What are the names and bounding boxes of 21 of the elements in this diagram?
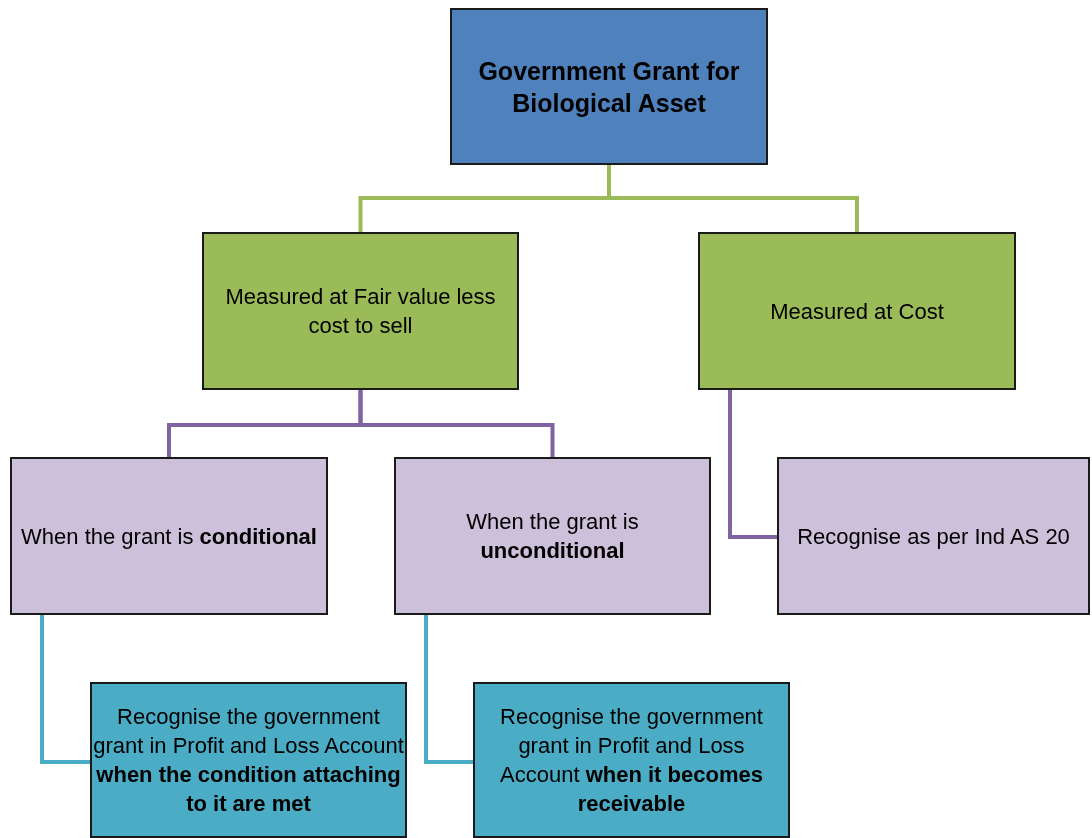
process-box [698,232,1016,390]
process-box [777,457,1090,615]
process-box [10,457,328,615]
box-text: Recognise the government grant in Profit and Loss Account when it becomes receivable [499,703,764,818]
box-text: Government Grant for Biological Asset [477,55,741,119]
box-text: Measured at Cost [770,297,944,326]
box-text: Recognise as per Ind AS 20 [797,522,1070,551]
process-box [90,682,407,838]
box-text: Measured at Fair value less cost to sell [224,283,497,340]
box-text: When the grant is unconditional [465,508,640,565]
box-text: When the grant is conditional [21,522,317,551]
connector-line [40,615,90,764]
process-box [473,682,790,838]
connector-line [424,615,473,764]
connector-line [607,165,859,232]
box-text: Recognise the government grant in Profit and Loss Account when the condition attaching to it are met [92,703,405,818]
connector-line [358,390,555,457]
process-box [394,457,711,615]
process-box [202,232,519,390]
connector-line [728,390,777,539]
process-box [450,8,768,165]
